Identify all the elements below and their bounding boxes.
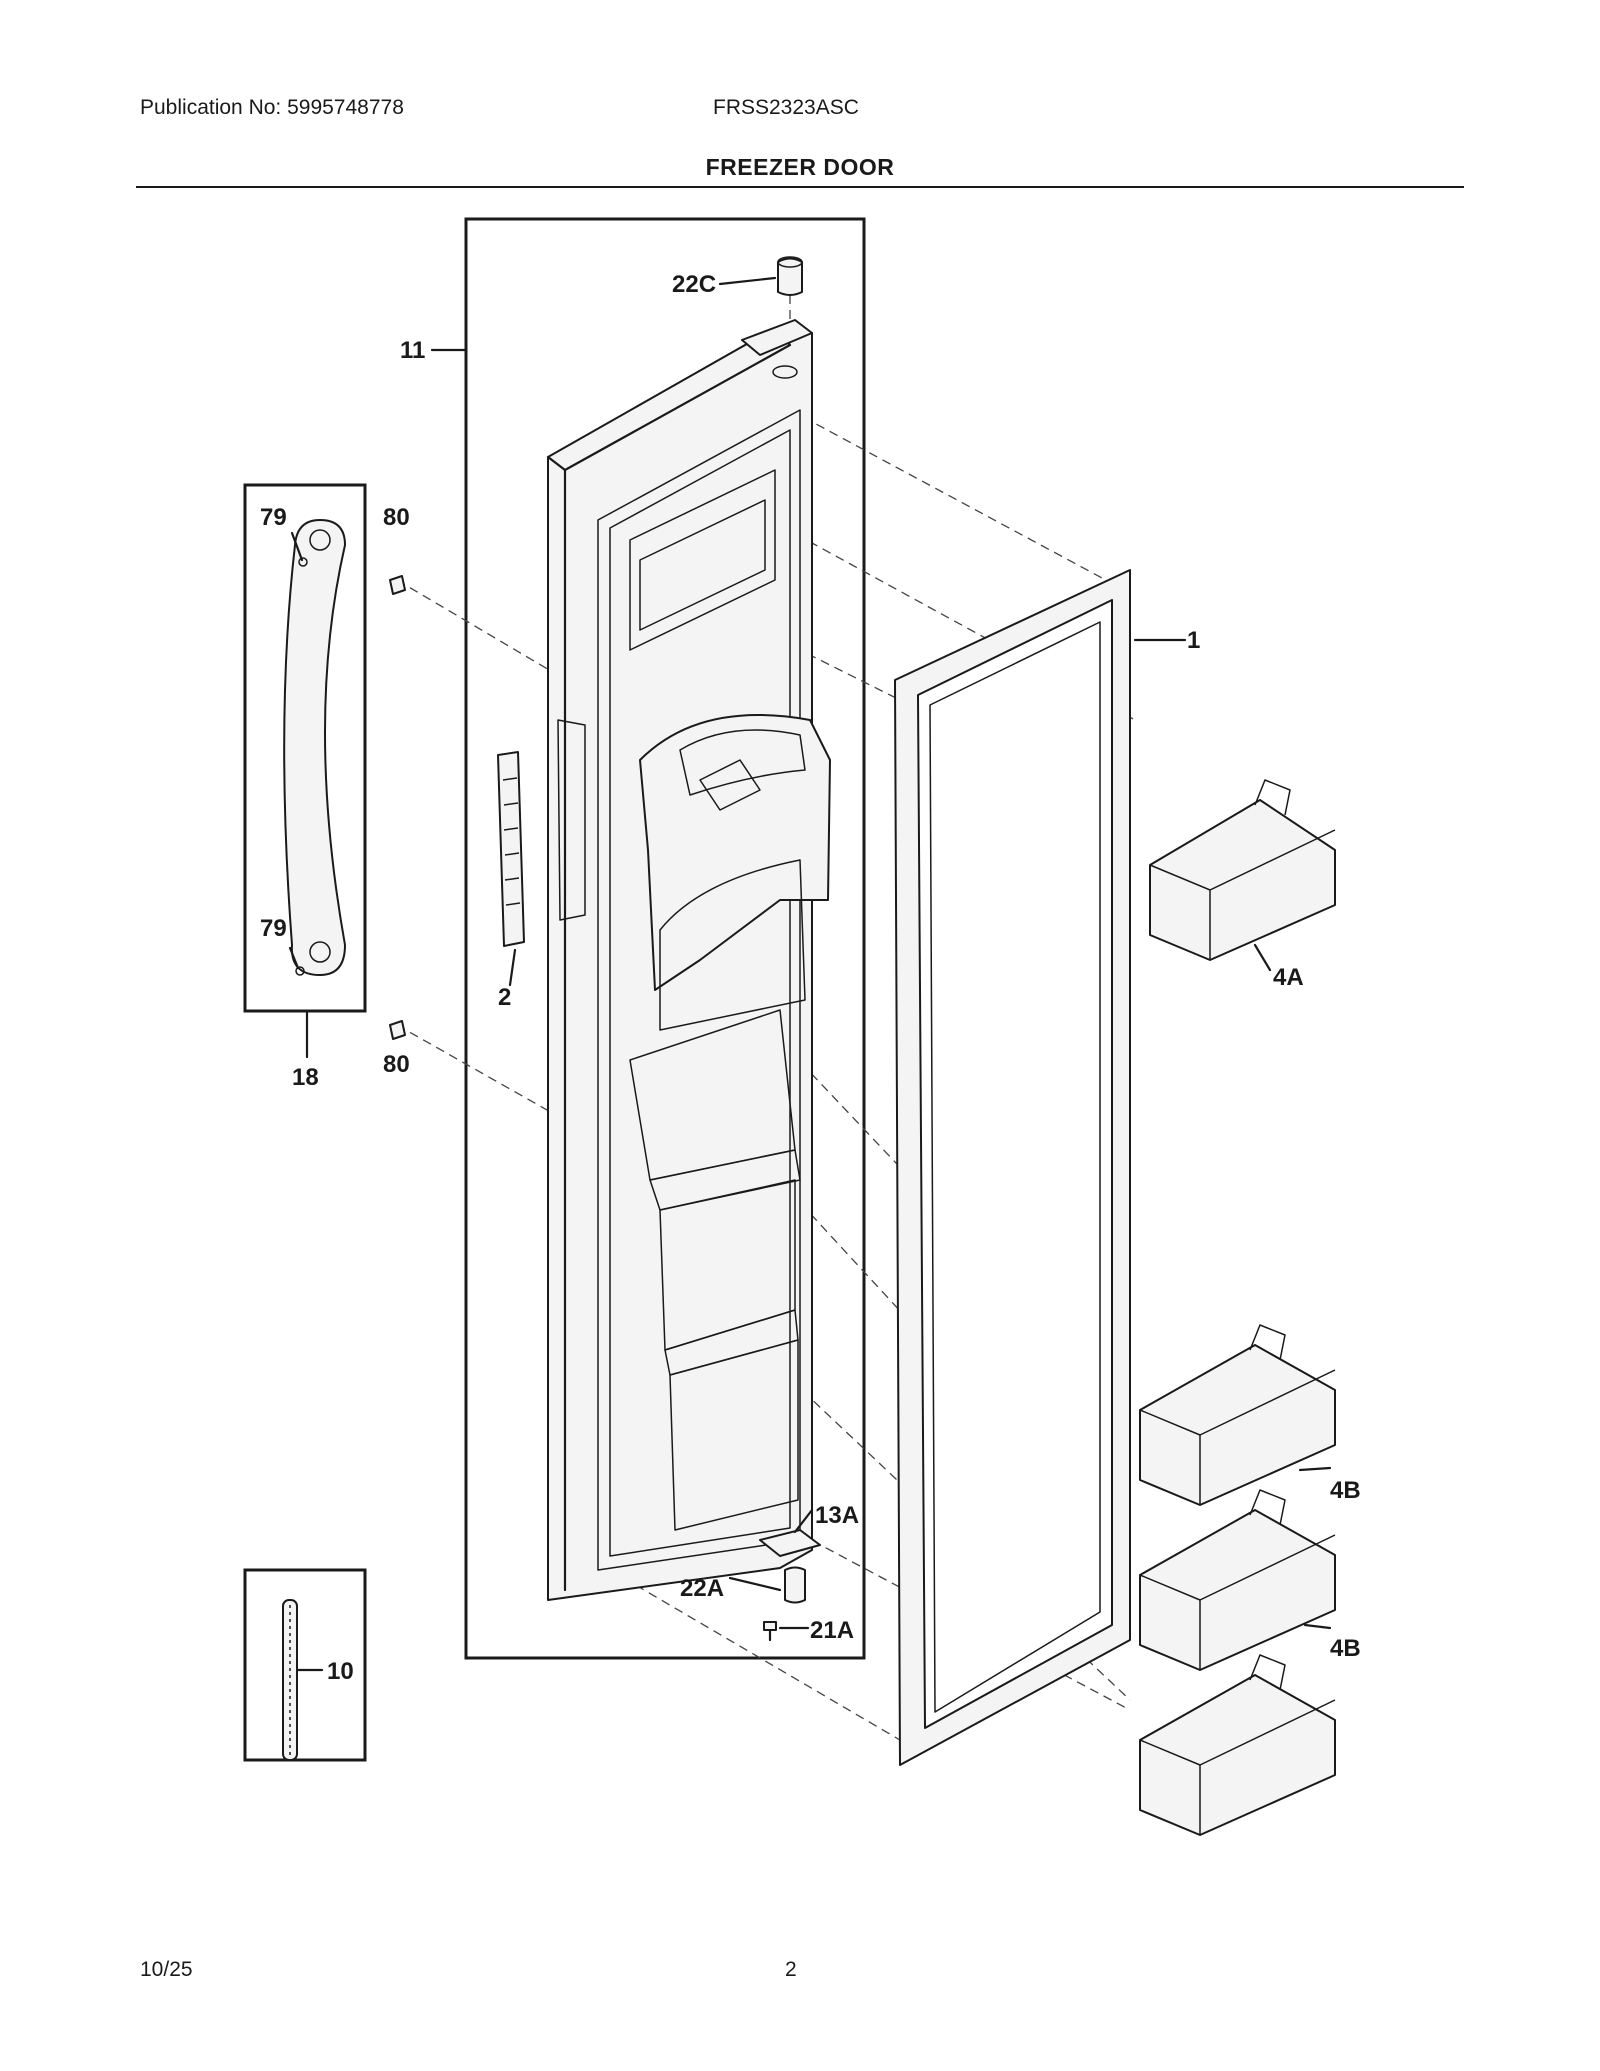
- tube-box: [243, 1568, 367, 1762]
- callout-22A: 22A: [680, 1575, 724, 1602]
- screw-80-bottom: [389, 1020, 406, 1040]
- screw-80-top: [389, 575, 406, 595]
- door-bin-4B-lower: [1139, 1654, 1336, 1836]
- page-title: FREEZER DOOR: [705, 154, 895, 180]
- hinge-13A: [759, 1529, 821, 1557]
- footer-page-number: 2: [785, 1958, 797, 1981]
- door-liner: [546, 319, 831, 1601]
- callout-4B-lower: 4B: [1330, 1635, 1361, 1662]
- bushing-22C: [777, 256, 803, 296]
- title-rule: [136, 186, 1464, 188]
- callout-11: 11: [400, 337, 425, 364]
- callout-79-bottom: 79: [260, 915, 287, 942]
- callout-13A: 13A: [815, 1502, 859, 1529]
- callout-1: 1: [1187, 627, 1200, 654]
- callout-4A: 4A: [1273, 964, 1304, 991]
- door-bin-4A: [1149, 779, 1336, 961]
- bushing-22A: [784, 1566, 806, 1604]
- handle-box: [243, 483, 367, 1013]
- screw-79-bottom: [288, 946, 305, 976]
- footer-date: 10/25: [140, 1958, 193, 1981]
- control-panel: [497, 719, 586, 947]
- screw-79-top: [290, 531, 308, 567]
- model-number: FRSS2323ASC: [713, 96, 859, 119]
- door-handle: [283, 519, 346, 976]
- door-bin-4B-upper: [1139, 1324, 1336, 1506]
- leader-lines: [296, 276, 1332, 1672]
- callout-4B-upper: 4B: [1330, 1477, 1361, 1504]
- callout-10: 10: [327, 1658, 354, 1685]
- callout-18: 18: [292, 1064, 319, 1091]
- screw-21A: [763, 1621, 777, 1642]
- callout-22C: 22C: [672, 271, 716, 298]
- callout-80-bottom: 80: [383, 1051, 410, 1078]
- callout-2: 2: [498, 984, 511, 1011]
- callout-21A: 21A: [810, 1617, 854, 1644]
- publication-number: Publication No: 5995748778: [140, 96, 404, 119]
- door-bin-4B-middle: [1139, 1489, 1336, 1671]
- door-assembly-box: [464, 217, 866, 1660]
- water-tube: [282, 1599, 298, 1761]
- callout-80-top: 80: [383, 504, 410, 531]
- callout-79-top: 79: [260, 504, 287, 531]
- door-gasket: [894, 569, 1131, 1766]
